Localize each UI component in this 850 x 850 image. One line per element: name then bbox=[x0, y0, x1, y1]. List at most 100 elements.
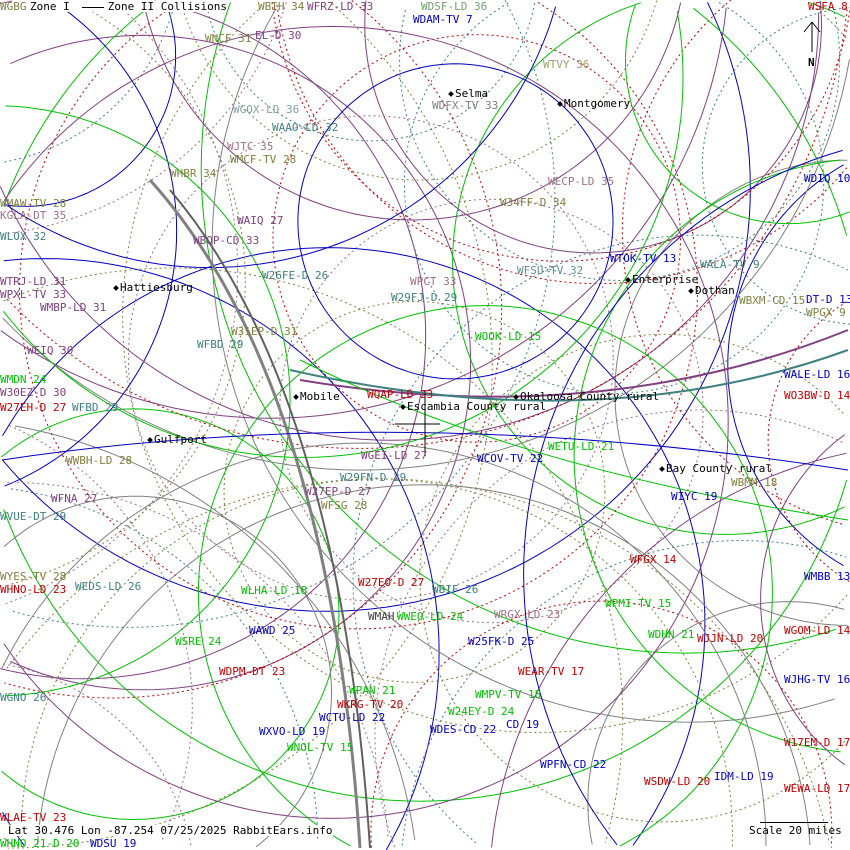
station-label[interactable]: WMDN 24 bbox=[0, 373, 47, 386]
station-label[interactable]: WKRG-TV 20 bbox=[337, 698, 404, 711]
station-label[interactable]: WEAR-TV 17 bbox=[518, 665, 585, 678]
station-label[interactable]: WHNO-LD 23 bbox=[0, 583, 67, 596]
station-label[interactable]: W29FN-D 29 bbox=[340, 471, 407, 484]
station-label[interactable]: WLOX 32 bbox=[0, 230, 47, 243]
station-label[interactable]: WPAN 21 bbox=[349, 684, 396, 697]
station-label[interactable]: WJJN-LD 20 bbox=[697, 632, 764, 645]
station-label[interactable]: WSDW-LD 20 bbox=[644, 775, 711, 788]
station-label[interactable]: WSRE 24 bbox=[175, 635, 222, 648]
station-label[interactable]: WGOX-LD 36 bbox=[233, 103, 300, 116]
station-label[interactable]: CD 19 bbox=[506, 718, 540, 731]
station-label[interactable]: WYES-TV 28 bbox=[0, 570, 67, 583]
station-label[interactable]: WVUE-DT 29 bbox=[0, 510, 67, 523]
coverage-contour bbox=[352, 234, 849, 844]
station-label[interactable]: WBIH 34 bbox=[258, 0, 305, 13]
station-label[interactable]: WDSF-LD 36 bbox=[421, 0, 488, 13]
station-label[interactable]: WQAP-LD 23 bbox=[367, 388, 434, 401]
station-label[interactable]: WO3BW-D 14 bbox=[784, 389, 850, 402]
station-label[interactable]: WMAH bbox=[368, 610, 395, 623]
station-label[interactable]: WMCF-TV 28 bbox=[230, 153, 297, 166]
station-label[interactable]: WMAW-TV 28 bbox=[0, 197, 67, 210]
station-label[interactable]: WLHA-LD 18 bbox=[241, 584, 308, 597]
station-label[interactable]: WPFN-CD 22 bbox=[540, 758, 607, 771]
station-label[interactable]: WIYC 19 bbox=[671, 490, 718, 503]
station-label[interactable]: W31EP-D 31 bbox=[231, 325, 298, 338]
station-label[interactable]: WNCF 31 bbox=[205, 32, 252, 45]
station-label[interactable]: WDHN 21 bbox=[648, 628, 695, 641]
station-label[interactable]: WFGX 14 bbox=[630, 553, 677, 566]
station-label[interactable]: WALE-LD 16 bbox=[784, 368, 850, 381]
station-label[interactable]: WTOK-TV 13 bbox=[610, 252, 677, 265]
station-label[interactable]: WFRZ-LD 33 bbox=[307, 0, 374, 13]
station-label[interactable]: WOOK-LD 15 bbox=[475, 330, 542, 343]
station-label[interactable]: WBQP-CD 33 bbox=[193, 234, 260, 247]
station-label[interactable]: WAAO-LD 32 bbox=[272, 121, 339, 134]
station-label[interactable]: WBMM 18 bbox=[731, 476, 778, 489]
station-label[interactable]: WPMI-TV 15 bbox=[605, 597, 672, 610]
station-label[interactable]: W27EP-D 27 bbox=[305, 485, 372, 498]
station-label[interactable]: WGOM-LD 14 bbox=[784, 624, 850, 637]
station-label[interactable]: KGLA-DT 35 bbox=[0, 209, 67, 222]
station-label[interactable]: W24EY-D 24 bbox=[448, 705, 515, 718]
station-label[interactable]: WCOV-TV 22 bbox=[477, 452, 544, 465]
station-label[interactable]: WDES-CD 22 bbox=[430, 723, 497, 736]
station-label[interactable]: WFNA 27 bbox=[51, 492, 98, 505]
station-label[interactable]: WBIF 26 bbox=[432, 583, 479, 596]
station-label[interactable]: WEIQ 30 bbox=[27, 344, 74, 357]
station-label[interactable]: DT-D 13 bbox=[806, 293, 850, 306]
station-label[interactable]: WRGX-LD 23 bbox=[494, 608, 561, 621]
station-label[interactable]: IDM-LD 19 bbox=[714, 770, 774, 783]
station-label[interactable]: WMBP-LD 31 bbox=[40, 301, 107, 314]
station-label[interactable]: WGNO 26 bbox=[0, 691, 47, 704]
station-label[interactable]: WPCT 33 bbox=[410, 275, 457, 288]
station-label[interactable]: WFBD 29 bbox=[197, 338, 244, 351]
station-label[interactable]: WLAE-TV 23 bbox=[0, 811, 67, 824]
station-label[interactable]: WHNO 21-D 20 bbox=[0, 837, 80, 850]
station-label[interactable]: WXVO-LD 19 bbox=[259, 725, 326, 738]
station-label[interactable]: W27EH-D 27 bbox=[0, 401, 67, 414]
station-label[interactable]: WAWD 25 bbox=[249, 624, 296, 637]
station-label[interactable]: WDFX-TV 33 bbox=[432, 99, 499, 112]
station-label[interactable]: WAIQ 27 bbox=[237, 214, 284, 227]
station-label[interactable]: WBXM-CD 15 bbox=[739, 294, 806, 307]
station-label[interactable]: WPGX 9 bbox=[806, 306, 846, 319]
station-label[interactable]: WFSG 28 bbox=[321, 499, 368, 512]
station-label[interactable]: W27EO-D 27 bbox=[358, 576, 425, 589]
station-label[interactable]: WJHG-TV 16 bbox=[784, 673, 850, 686]
station-label[interactable]: WJTC 35 bbox=[227, 140, 274, 153]
station-label[interactable]: WGBG bbox=[0, 0, 27, 13]
station-label[interactable]: EL-D 30 bbox=[255, 29, 302, 42]
station-label[interactable]: WSFA 8 bbox=[808, 0, 848, 13]
station-label[interactable]: WWEO-LD 24 bbox=[397, 610, 464, 623]
station-label[interactable]: W29FJ-D 29 bbox=[391, 291, 458, 304]
station-label[interactable]: WETU-LD 21 bbox=[548, 440, 615, 453]
station-label[interactable]: WECP-LD 35 bbox=[548, 175, 615, 188]
station-label[interactable]: W34FF-D 34 bbox=[500, 196, 567, 209]
station-label[interactable]: WFSU-TV 32 bbox=[517, 264, 584, 277]
station-label[interactable]: WCTU-LD 22 bbox=[319, 711, 386, 724]
station-label[interactable]: WDPM-DT 23 bbox=[219, 665, 286, 678]
station-label[interactable]: WPXL-TV 33 bbox=[0, 288, 67, 301]
station-label[interactable]: WMBB 13 bbox=[804, 570, 850, 583]
station-label[interactable]: WFBD 29 bbox=[72, 401, 119, 414]
station-label[interactable]: WDIQ 10 bbox=[804, 172, 850, 185]
station-label[interactable]: W17EM-D 17 bbox=[784, 736, 850, 749]
station-label[interactable]: WGEI-LD 27 bbox=[361, 449, 428, 462]
station-label[interactable]: WHBR 34 bbox=[170, 167, 217, 180]
collision-arc bbox=[169, 189, 371, 849]
station-label[interactable]: WTVY 36 bbox=[543, 58, 590, 71]
station-label[interactable]: WMPV-TV 18 bbox=[475, 688, 542, 701]
coverage-contour bbox=[127, 115, 614, 602]
station-label[interactable]: WDAM-TV 7 bbox=[413, 13, 473, 26]
station-label[interactable]: W25FK-D 25 bbox=[468, 635, 535, 648]
station-label[interactable]: WTRJ-LD 31 bbox=[0, 275, 67, 288]
station-label[interactable]: WWBH-LD 28 bbox=[66, 454, 133, 467]
station-label[interactable]: WNOL-TV 15 bbox=[287, 741, 354, 754]
station-label[interactable]: WEDS-LD 26 bbox=[75, 580, 142, 593]
station-label[interactable]: WEWA-LD 17 bbox=[784, 782, 850, 795]
station-label[interactable]: WALA-TV 9 bbox=[700, 258, 760, 271]
station-label[interactable]: W26FE-D 26 bbox=[262, 269, 329, 282]
station-label[interactable]: W30EZ-D 30 bbox=[0, 386, 67, 399]
station-label[interactable]: WDSU 19 bbox=[90, 837, 137, 850]
